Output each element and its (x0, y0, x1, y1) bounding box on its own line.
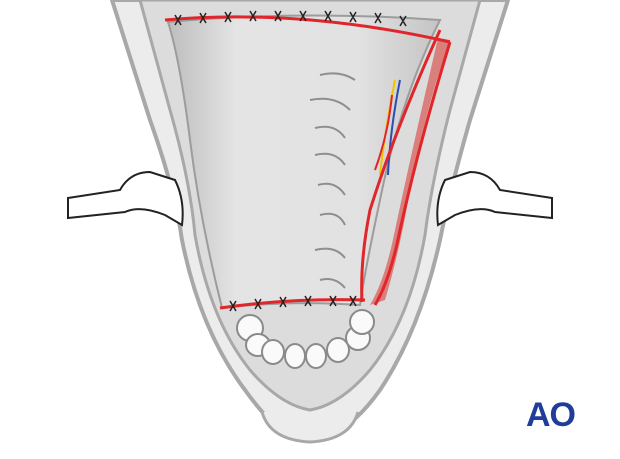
left-retractor[interactable] (67, 170, 184, 227)
raw-donor-area (370, 38, 450, 305)
greater-palatine-bundle (374, 79, 401, 176)
right-retractor[interactable] (436, 170, 553, 227)
incision-lines (164, 15, 452, 310)
palatal-rugae (309, 72, 356, 289)
ao-logo: AO (526, 396, 576, 434)
sutures (174, 10, 407, 312)
chin (260, 411, 360, 444)
teeth (236, 309, 375, 369)
